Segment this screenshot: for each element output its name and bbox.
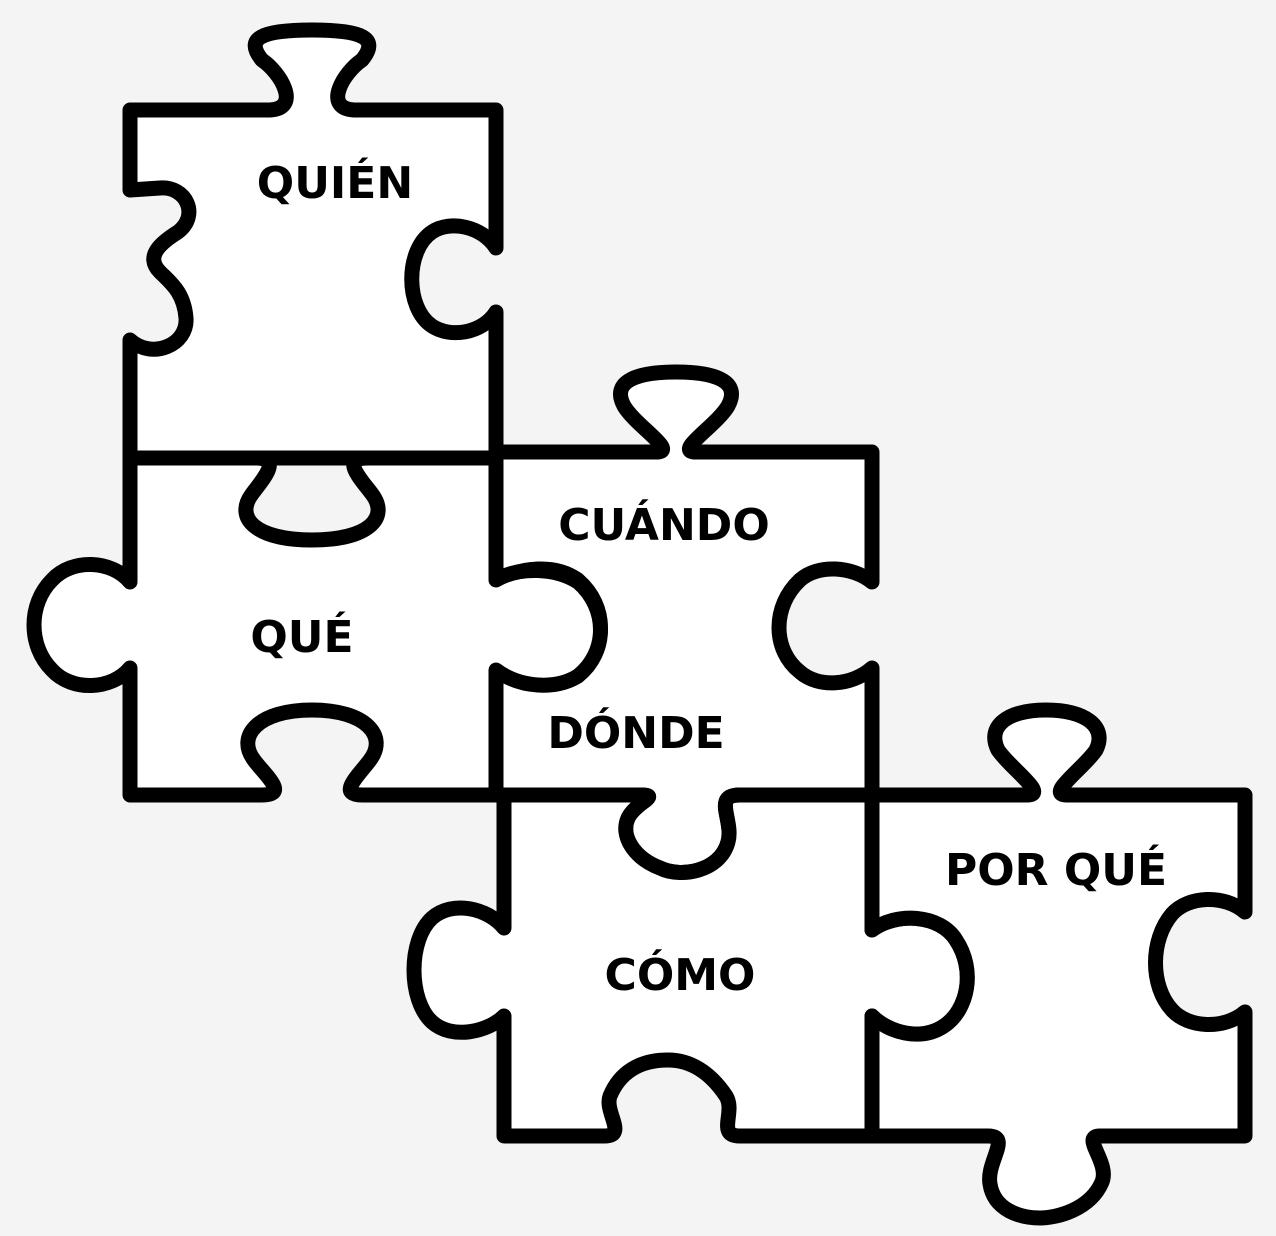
- piece-label-quien: QUIÉN: [257, 156, 413, 209]
- puzzle-piece-que: QUÉ: [26, 450, 608, 803]
- piece-label-cuando: CUÁNDO: [558, 498, 769, 551]
- puzzle-piece-por-que: POR QUÉ: [864, 702, 1253, 1226]
- piece-label-que: QUÉ: [250, 610, 353, 663]
- piece-label-como: CÓMO: [605, 948, 756, 1001]
- piece-label-donde: DÓNDE: [547, 706, 724, 759]
- piece-label-por-que: POR QUÉ: [945, 843, 1167, 896]
- puzzle-piece-quien: QUIÉN: [122, 22, 504, 466]
